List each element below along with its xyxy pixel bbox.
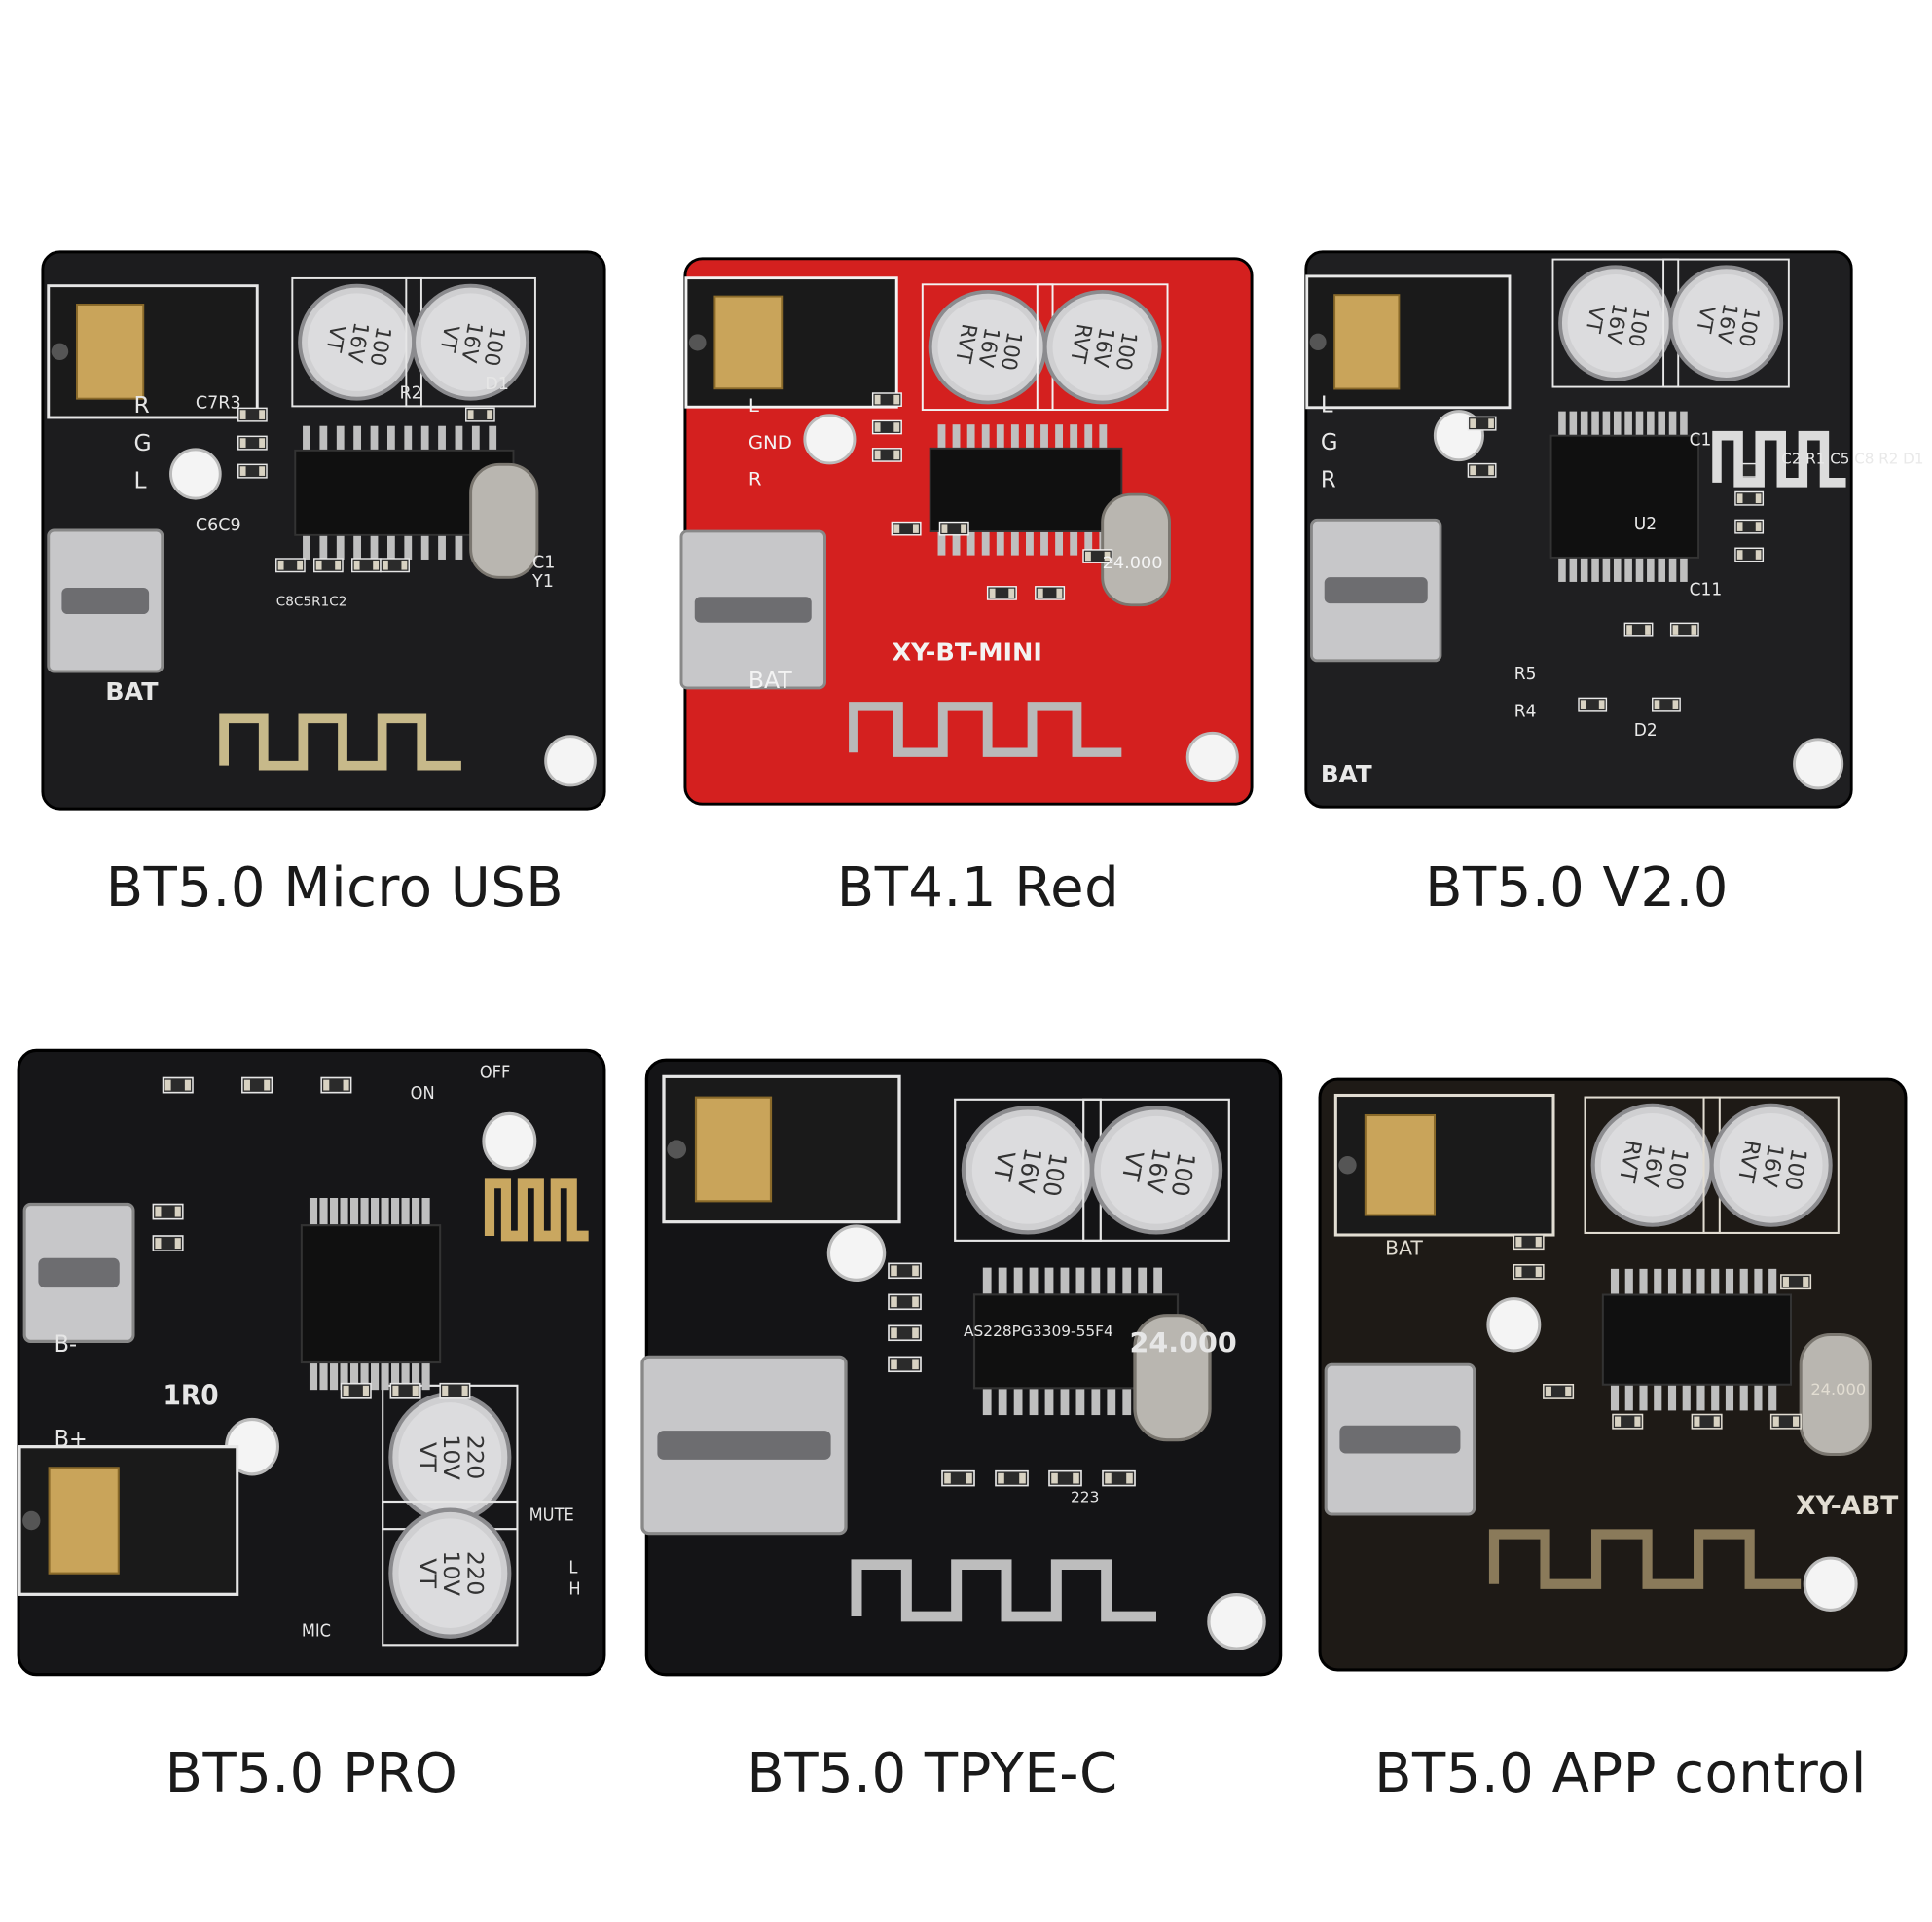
svg-text:AS228PG3309-55F4: AS228PG3309-55F4 bbox=[964, 1323, 1113, 1340]
product-caption: BT5.0 APP control bbox=[1374, 1742, 1867, 1805]
svg-text:XY-ABT: XY-ABT bbox=[1796, 1491, 1898, 1521]
svg-text:10V: 10V bbox=[438, 1434, 462, 1480]
svg-text:C11: C11 bbox=[1690, 580, 1723, 599]
svg-text:223: 223 bbox=[1071, 1489, 1099, 1506]
svg-text:U2: U2 bbox=[1634, 515, 1657, 534]
svg-text:C8C5R1C2: C8C5R1C2 bbox=[276, 594, 347, 609]
product-caption: BT5.0 PRO bbox=[164, 1742, 458, 1805]
svg-text:BAT: BAT bbox=[1321, 760, 1372, 788]
svg-text:VT: VT bbox=[988, 1149, 1021, 1183]
svg-text:VT: VT bbox=[1582, 305, 1610, 336]
svg-text:VT: VT bbox=[1116, 1149, 1149, 1183]
svg-text:BAT: BAT bbox=[748, 669, 793, 694]
svg-text:C1: C1 bbox=[532, 554, 555, 573]
svg-text:C1: C1 bbox=[1690, 430, 1712, 450]
svg-text:L: L bbox=[568, 1557, 578, 1577]
svg-text:24.000: 24.000 bbox=[1103, 554, 1163, 573]
product-caption: BT5.0 TPYE-C bbox=[747, 1742, 1118, 1805]
svg-text:VT: VT bbox=[320, 323, 349, 354]
svg-text:R: R bbox=[134, 392, 150, 418]
svg-text:OFF: OFF bbox=[480, 1062, 510, 1082]
svg-text:B+: B+ bbox=[55, 1427, 88, 1453]
svg-text:Y1: Y1 bbox=[531, 572, 554, 592]
svg-text:VT: VT bbox=[1692, 305, 1720, 336]
svg-text:BAT: BAT bbox=[105, 677, 159, 706]
svg-text:B-: B- bbox=[55, 1332, 77, 1359]
svg-text:R5: R5 bbox=[1514, 665, 1537, 684]
svg-text:L: L bbox=[134, 468, 147, 494]
svg-text:220: 220 bbox=[462, 1435, 487, 1479]
svg-text:MIC: MIC bbox=[302, 1620, 331, 1641]
svg-text:BAT: BAT bbox=[1385, 1236, 1423, 1259]
svg-text:24.000: 24.000 bbox=[1130, 1326, 1237, 1358]
product-caption: BT4.1 Red bbox=[836, 856, 1120, 920]
svg-text:C6C9: C6C9 bbox=[196, 516, 241, 535]
svg-text:R: R bbox=[748, 468, 762, 490]
product-caption: BT5.0 Micro USB bbox=[105, 856, 565, 920]
svg-text:H: H bbox=[568, 1578, 580, 1599]
svg-text:24.000: 24.000 bbox=[1810, 1380, 1866, 1398]
svg-text:D2: D2 bbox=[1634, 721, 1658, 741]
svg-text:C2 R1 C5 C8 R2 D1: C2 R1 C5 C8 R2 D1 bbox=[1781, 450, 1923, 467]
svg-text:G: G bbox=[1321, 430, 1338, 455]
svg-text:VT: VT bbox=[434, 323, 463, 354]
svg-text:VT: VT bbox=[415, 1558, 439, 1589]
svg-text:L: L bbox=[748, 394, 759, 417]
svg-text:L: L bbox=[1321, 392, 1333, 417]
svg-text:GND: GND bbox=[748, 431, 792, 453]
svg-text:R4: R4 bbox=[1514, 703, 1537, 722]
svg-text:220: 220 bbox=[462, 1551, 487, 1595]
svg-text:XY-BT-MINI: XY-BT-MINI bbox=[892, 638, 1042, 666]
svg-text:R2: R2 bbox=[399, 384, 421, 404]
svg-text:R: R bbox=[1321, 467, 1336, 492]
svg-text:D1: D1 bbox=[485, 375, 509, 394]
product-caption: BT5.0 V2.0 bbox=[1425, 856, 1729, 920]
svg-text:VT: VT bbox=[415, 1442, 439, 1473]
svg-text:G: G bbox=[134, 430, 152, 456]
svg-text:MUTE: MUTE bbox=[529, 1505, 574, 1525]
svg-text:ON: ON bbox=[411, 1083, 435, 1104]
svg-text:10V: 10V bbox=[438, 1550, 462, 1596]
svg-text:C7R3: C7R3 bbox=[196, 393, 241, 413]
svg-text:1R0: 1R0 bbox=[164, 1381, 219, 1412]
